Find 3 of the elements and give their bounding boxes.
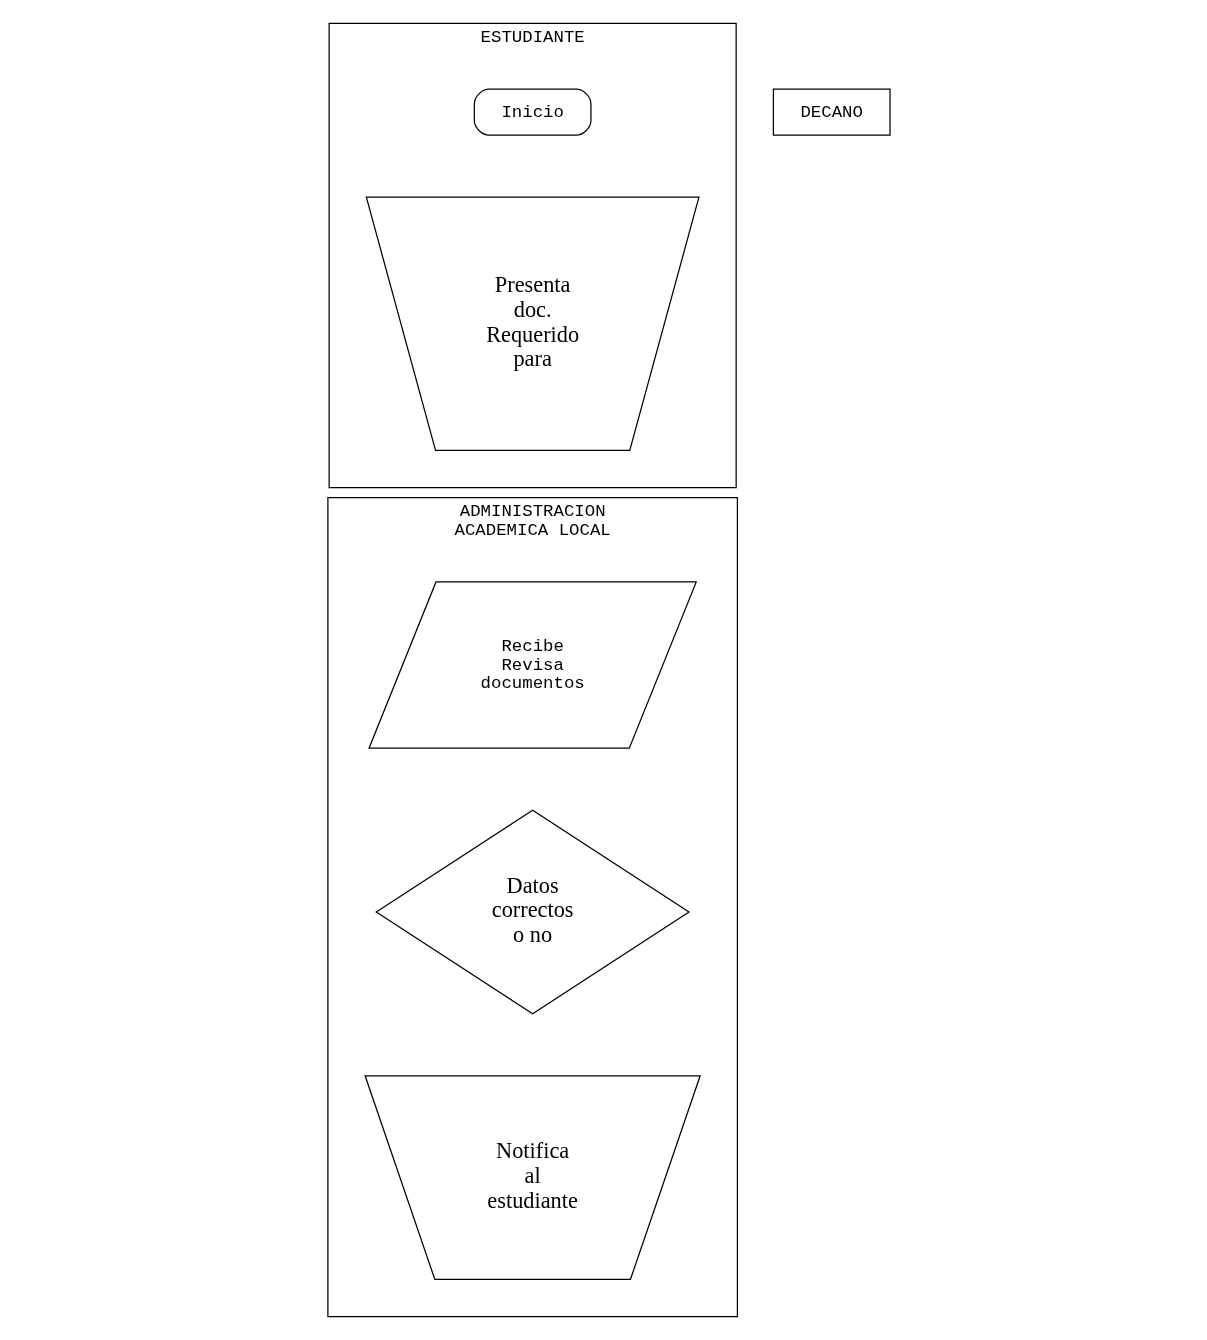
node-diamond: Datos correctos o no [374, 809, 690, 1015]
node-box: Inicio [473, 88, 592, 136]
node-box: DECANO [772, 88, 891, 136]
